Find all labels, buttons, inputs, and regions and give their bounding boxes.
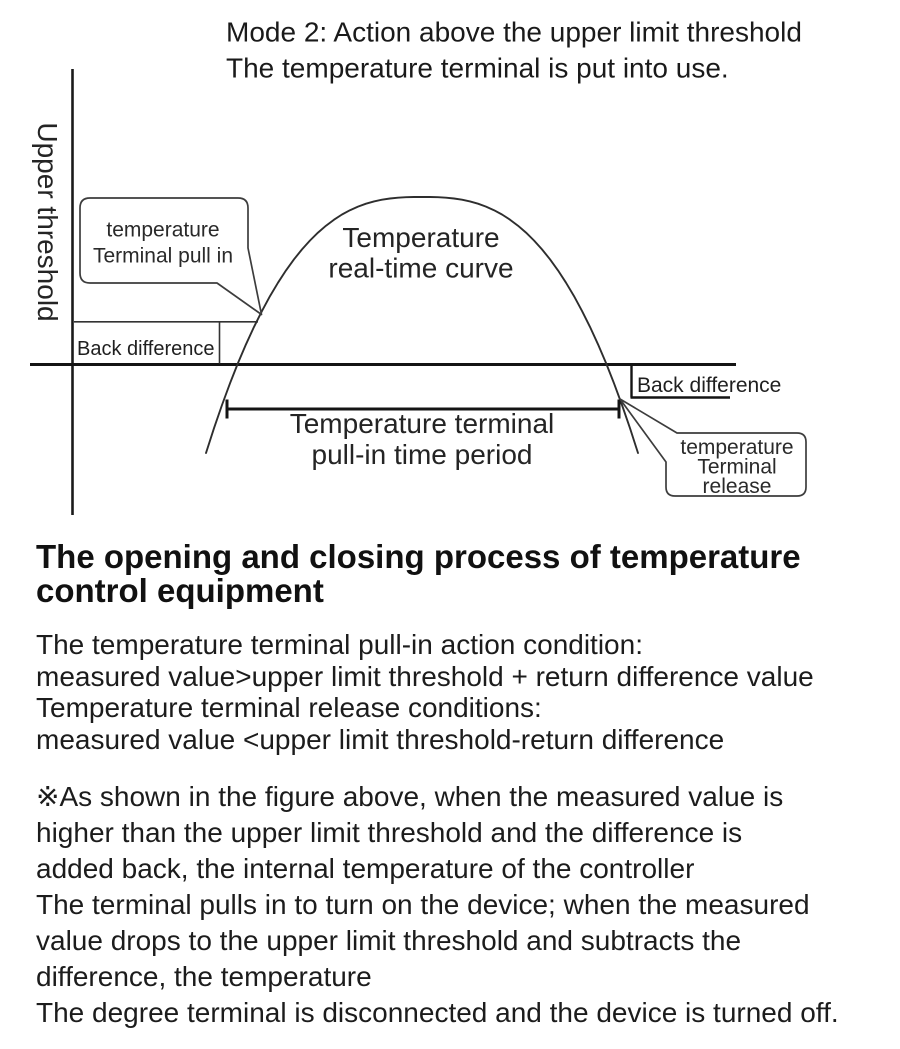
note-paragraph: ※As shown in the figure above, when the … bbox=[36, 779, 866, 1031]
section-heading: The opening and closing process of tempe… bbox=[36, 540, 866, 608]
note-line: The degree terminal is disconnected and … bbox=[36, 997, 839, 1028]
note-line: difference, the temperature bbox=[36, 961, 372, 992]
conditions-line: Temperature terminal release conditions: bbox=[36, 692, 542, 723]
conditions-line: measured value <upper limit threshold-re… bbox=[36, 723, 725, 755]
conditions-line: measured value>upper limit threshold + r… bbox=[36, 660, 814, 692]
conditions-paragraph: The temperature terminal pull-in action … bbox=[36, 629, 866, 755]
section-heading-line1: The opening and closing process of tempe… bbox=[36, 538, 801, 575]
note-line: The terminal pulls in to turn on the dev… bbox=[36, 889, 810, 920]
note-line: value drops to the upper limit threshold… bbox=[36, 925, 742, 956]
period-label-line2: pull-in time period bbox=[312, 439, 533, 470]
conditions-line: The temperature terminal pull-in action … bbox=[36, 629, 643, 660]
temperature-diagram: Mode 2: Action above the upper limit thr… bbox=[30, 17, 807, 515]
release-callout-bubble bbox=[619, 398, 807, 497]
note-line: higher than the upper limit threshold an… bbox=[36, 817, 743, 848]
diagram-title-line2: The temperature terminal is put into use… bbox=[226, 53, 729, 84]
release-callout-line2: Terminal bbox=[697, 456, 776, 479]
y-axis-label: Upper threshold bbox=[32, 122, 63, 321]
back-difference-left-label: Back difference bbox=[77, 338, 215, 360]
release-callout-line1: temperature bbox=[680, 436, 793, 459]
curve-label-line1: Temperature bbox=[342, 222, 499, 253]
release-callout-line3: release bbox=[703, 475, 772, 498]
back-difference-right-label: Back difference bbox=[637, 374, 781, 397]
note-line: added back, the internal temperature of … bbox=[36, 853, 695, 884]
diagram-title-line1: Mode 2: Action above the upper limit thr… bbox=[226, 17, 802, 48]
section-heading-line2: control equipment bbox=[36, 572, 324, 609]
pull-in-callout-line2: Terminal pull in bbox=[93, 245, 233, 268]
pull-in-callout-bubble bbox=[79, 197, 263, 316]
note-line: ※As shown in the figure above, when the … bbox=[36, 781, 784, 812]
temperature-curve bbox=[205, 196, 639, 454]
period-label-line1: Temperature terminal bbox=[290, 408, 555, 439]
curve-label-line2: real-time curve bbox=[328, 253, 513, 284]
pull-in-callout-line1: temperature bbox=[106, 219, 219, 242]
